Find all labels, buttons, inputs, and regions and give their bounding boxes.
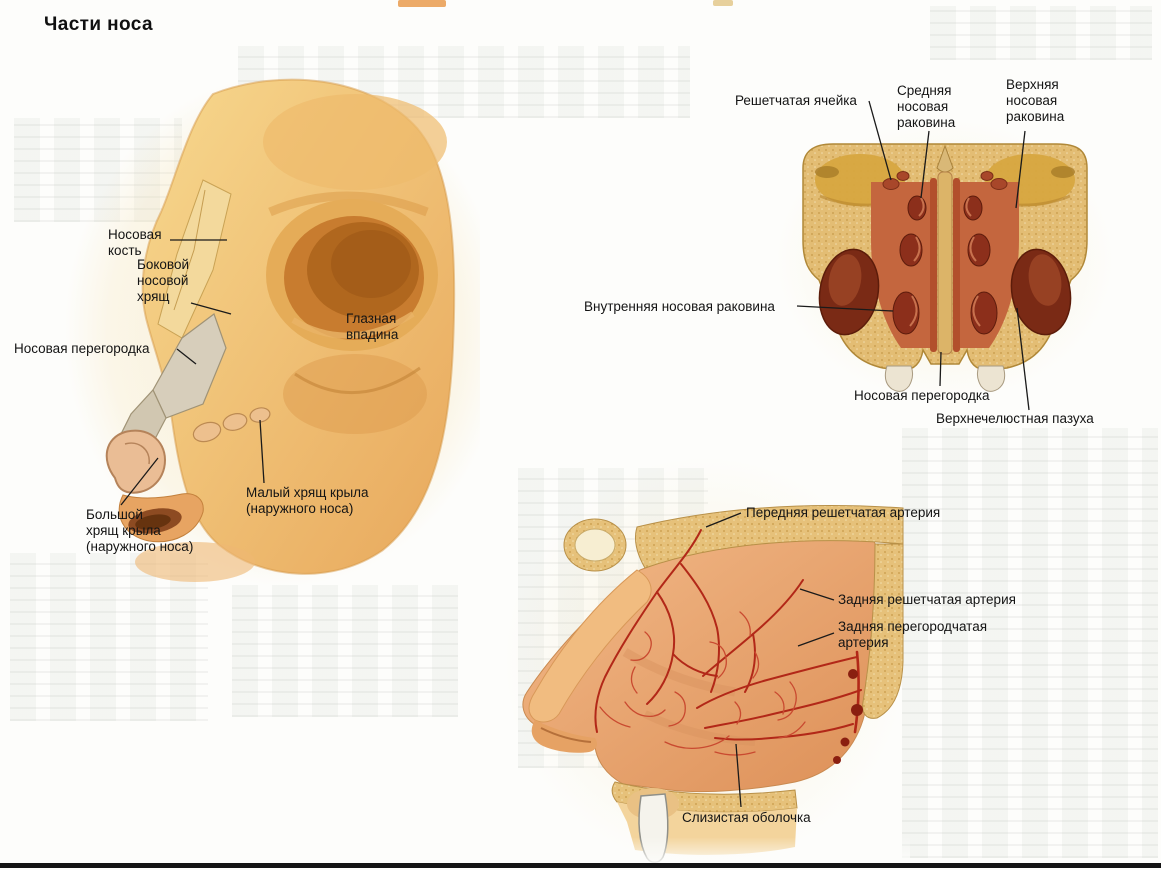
ethmoid-cells-shape <box>882 171 1008 190</box>
frontal-sinus-shape <box>563 518 627 572</box>
eye-socket-shape <box>266 199 438 351</box>
label-superior-nasal-concha: Верхняя носовая раковина <box>1006 77 1065 124</box>
label-posterior-ethmoidal-artery: Задняя решетчатая артерия <box>838 592 1016 607</box>
label-nasal-bone: Носовая кость <box>108 227 162 258</box>
septal-artery-network-shape <box>594 529 862 741</box>
label-middle-nasal-concha: Средняя носовая раковина <box>897 83 956 130</box>
external-nose-figure <box>65 74 480 586</box>
label-maxillary-sinus: Верхнечелюстная пазуха <box>936 411 1094 426</box>
skull-base-bone-shape <box>634 504 904 569</box>
lesser-alar-cartilages-shape <box>192 407 271 443</box>
page-title: Части носа <box>44 14 153 35</box>
bleedthrough-text-artifact <box>232 585 458 717</box>
label-greater-alar-cartilage: Большой хрящ крыла (наружного носа) <box>86 507 194 554</box>
label-lesser-alar-cartilage: Малый хрящ крыла (наружного носа) <box>246 485 369 516</box>
scan-artifact <box>713 0 733 6</box>
label-nasal-septum-external: Носовая перегородка <box>14 341 150 356</box>
label-ethmoid-cell: Решетчатая ячейка <box>735 93 857 108</box>
bleedthrough-text-artifact <box>930 6 1152 60</box>
label-anterior-ethmoidal-artery: Передняя решетчатая артерия <box>746 505 941 520</box>
septal-artery-capillaries-shape <box>599 611 806 756</box>
teeth-shape <box>884 365 1006 392</box>
label-lateral-nasal-cartilage: Боковой носовой хрящ <box>137 257 190 304</box>
scan-artifact <box>398 0 446 7</box>
label-nasal-septum-coronal: Носовая перегородка <box>854 388 990 403</box>
nasal-septum-shape <box>937 171 953 355</box>
page-bottom-edge <box>0 863 1161 868</box>
sphenopalatine-vessels-shape <box>833 669 863 764</box>
label-posterior-septal-artery: Задняя перегородчатая артерия <box>838 619 988 650</box>
maxillary-sinuses-shape <box>818 248 1072 336</box>
label-mucous-membrane: Слизистая оболочка <box>682 810 811 825</box>
septal-arteries-figure <box>505 457 910 867</box>
sphenoid-bone-shape <box>862 543 904 719</box>
label-inferior-nasal-concha: Внутренняя носовая раковина <box>584 299 775 314</box>
nasal-cavity-coronal-figure <box>777 120 1113 400</box>
label-eye-socket: Глазная впадина <box>346 311 399 342</box>
